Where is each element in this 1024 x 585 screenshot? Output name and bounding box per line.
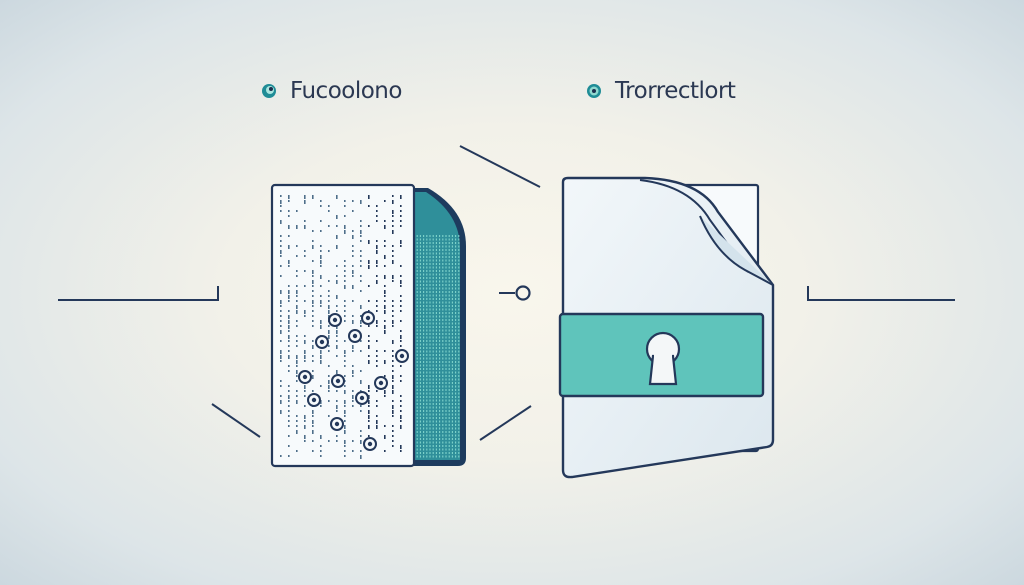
right-caption: Trorrectlort — [583, 78, 736, 104]
left-bullet-icon — [262, 84, 276, 98]
right-bullet-icon — [587, 84, 601, 98]
data-bubbles — [298, 311, 409, 451]
left-caption-text: Fucoolono — [290, 78, 402, 104]
right-connector-line — [807, 286, 955, 301]
link-node-icon — [499, 285, 531, 301]
locked-document-icon — [558, 176, 775, 479]
right-caption-text: Trorrectlort — [615, 78, 736, 104]
keyhole-icon — [645, 331, 681, 386]
accent-line-bottom-right — [479, 405, 532, 441]
left-caption: Fucoolono — [258, 78, 402, 104]
data-document-icon — [270, 183, 466, 468]
accent-line-top — [459, 145, 541, 188]
left-connector-line — [58, 286, 219, 301]
teal-texture — [413, 235, 460, 458]
accent-line-bottom-left — [211, 403, 261, 438]
